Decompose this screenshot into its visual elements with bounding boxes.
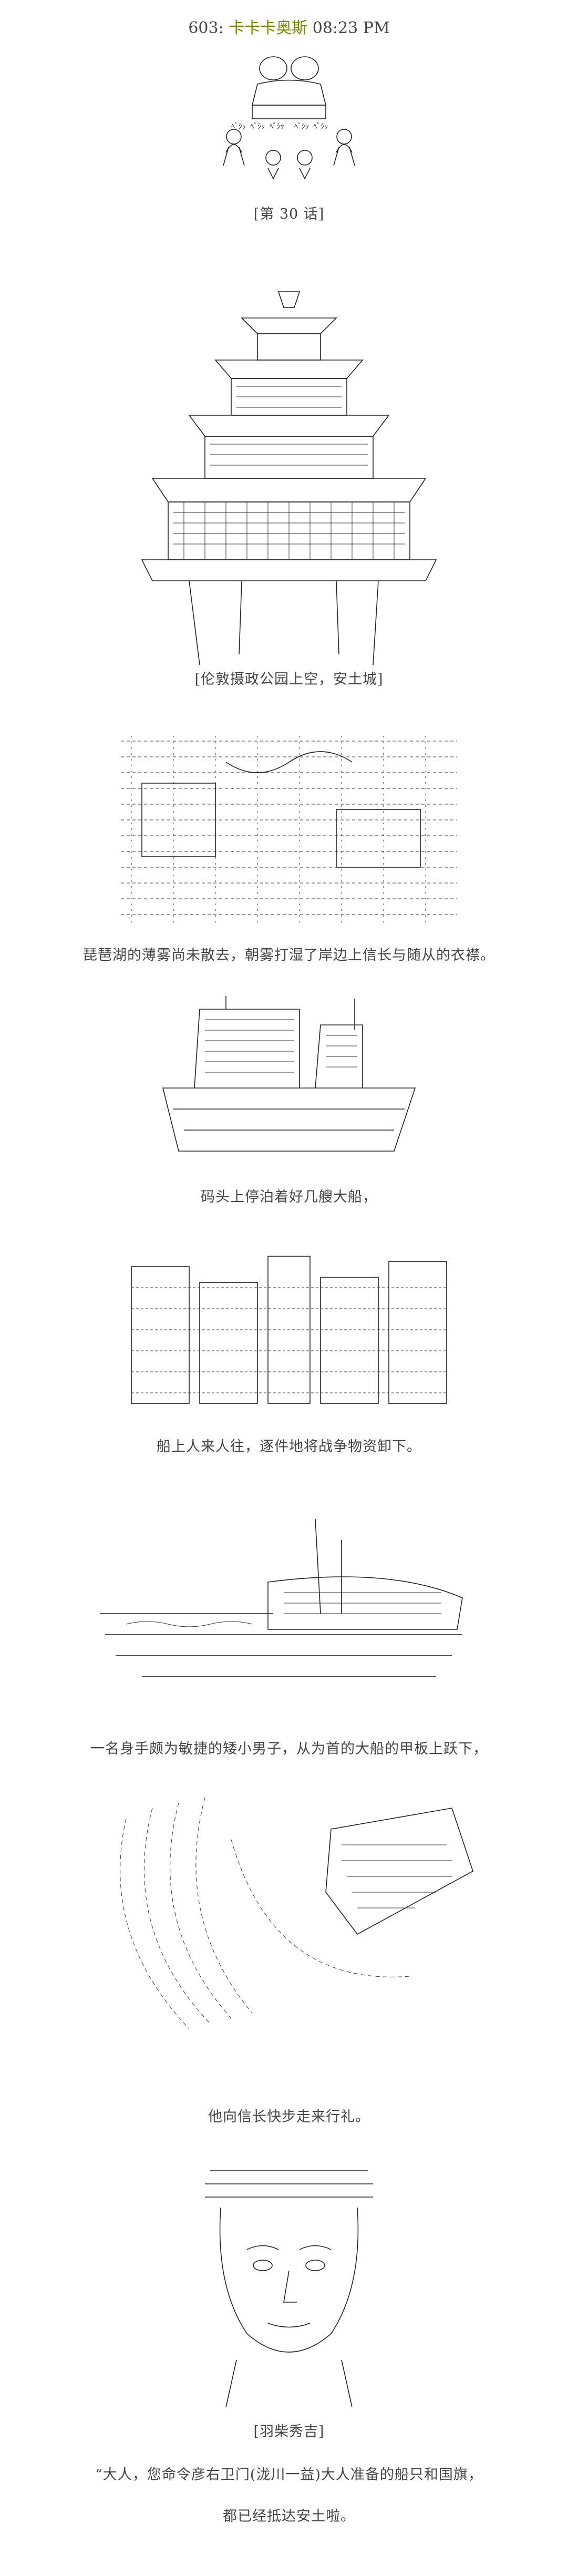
location-caption: [伦敦摄政公园上空，安土城] [194,671,384,687]
svg-text:ﾍﾟｼｯ ﾍﾟｼｯ: ﾍﾟｼｯ ﾍﾟｼｯ [294,122,328,131]
harbor-cargo-art [131,1256,447,1404]
harbor-panel [0,1246,578,1424]
lake-panel [0,731,578,930]
speaker-caption: [羽柴秀吉] [253,2424,325,2440]
azuchi-castle-art [141,291,437,665]
lake-mist-art [121,736,457,925]
warship-panel [0,1508,578,1719]
cargo-caption: 船上人来人往，逐件地将战争物资卸下。 [157,1439,421,1455]
hideyoshi-portrait-art [205,2170,373,2408]
wind-swirl-art [120,1797,473,2029]
chibi-sound-text: ﾍﾟｼｯ ﾍﾟｼｯ ﾍﾟｼｯ [231,122,284,131]
post-time: 08:23 PM [312,19,390,37]
chibi-art-panel: ﾍﾟｼｯ ﾍﾟｼｯ ﾍﾟｼｯ ﾍﾟｼｯ ﾍﾟｼｯ [0,47,578,189]
dialogue-line-1: “大人，您命令彦右卫门(泷川一益)大人准备的船只和国旗， [95,2467,483,2483]
portrait-panel [0,2160,578,2413]
chapter-title: [第 30 话] [253,206,325,222]
moored-ships-art [162,996,416,1152]
chibi-characters-art: ﾍﾟｼｯ ﾍﾟｼｯ ﾍﾟｼｯ ﾍﾟｼｯ ﾍﾟｼｯ [223,56,355,180]
ships-caption: 码头上停泊着好几艘大船， [201,1189,377,1205]
post-header: 603: 卡卡卡奥斯 08:23 PM [0,15,578,38]
lake-caption: 琵琶湖的薄雾尚未散去，朝雾打湿了岸边上信长与随从的衣襟。 [83,947,495,963]
man-caption: 一名身手颇为敏捷的矮小男子，从为首的大船的甲板上跃下， [90,1741,488,1757]
poster-name[interactable]: 卡卡卡奥斯 [229,19,308,37]
ships-panel [0,993,578,1177]
warship-at-sea-art [100,1518,463,1677]
post-number: 603: [188,19,224,37]
bow-panel [0,1787,578,2071]
bow-caption: 他向信长快步走来行礼。 [208,2109,370,2125]
castle-panel [0,286,578,665]
dialogue-line-2: 都已经抵达安土啦。 [223,2508,355,2524]
